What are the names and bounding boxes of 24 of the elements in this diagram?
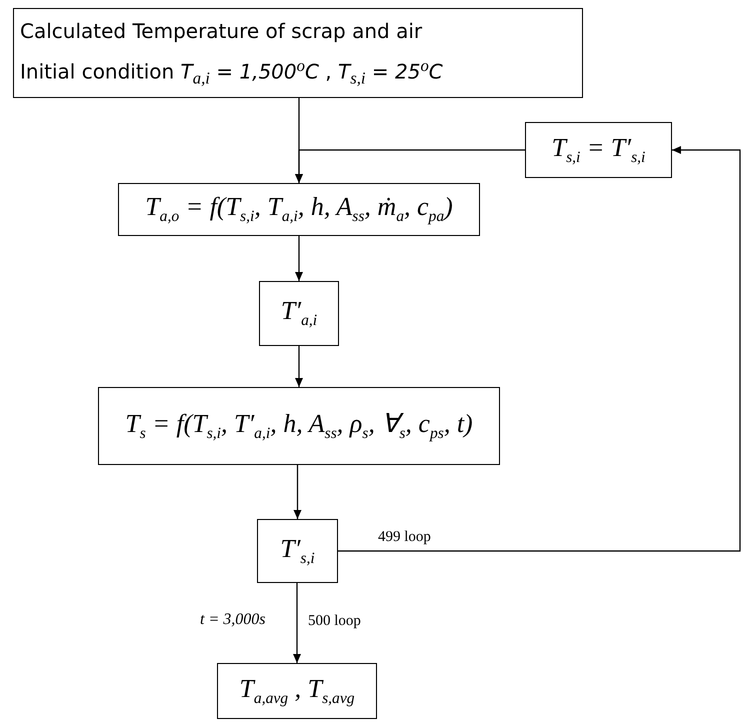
arrow bbox=[295, 149, 525, 183]
formula: T$_{a,avg}$ , T$_{s,avg}$ bbox=[239, 674, 355, 708]
formula: T′$_{s,i}$ bbox=[280, 534, 315, 568]
arrow bbox=[293, 583, 301, 663]
result-box bbox=[217, 663, 377, 719]
edge-label: 499 loop bbox=[378, 529, 431, 546]
formula-box bbox=[257, 519, 338, 583]
header-text: Initial condition T$_{a,i}$ = 1,500$^{o}$C , T$_{s,i}$ = 25$^{o}$C bbox=[19, 54, 443, 90]
formula-box bbox=[118, 183, 480, 236]
condition-label: t = 3,000s bbox=[200, 611, 266, 629]
formula-box bbox=[98, 387, 500, 465]
formula-box bbox=[259, 281, 339, 346]
arrow bbox=[295, 236, 303, 281]
header-text: Calculated Temperature of scrap and air bbox=[19, 18, 422, 45]
edge-label: 500 loop bbox=[308, 613, 361, 630]
formula: T$_{a,o}$ = f(T$_{s,i}$, T$_{a,i}$, h, A$_{ss}$, ṁ$_{a}$, c$_{pa}$) bbox=[145, 192, 453, 227]
arrow bbox=[295, 346, 303, 387]
formula: T′$_{a,i}$ bbox=[280, 296, 318, 331]
header-box bbox=[13, 8, 583, 98]
arrow bbox=[338, 146, 741, 552]
formula: T$_{s}$ = f(T$_{s,i}$, T′$_{a,i}$, h, A$_{ss}$, ρ$_{s}$, ∀$_{s}$, c$_{ps}$, t) bbox=[125, 408, 473, 444]
formula-box bbox=[525, 122, 672, 178]
arrow bbox=[294, 465, 302, 519]
formula: T$_{s,i}$ = T′$_{s,i}$ bbox=[552, 132, 646, 168]
